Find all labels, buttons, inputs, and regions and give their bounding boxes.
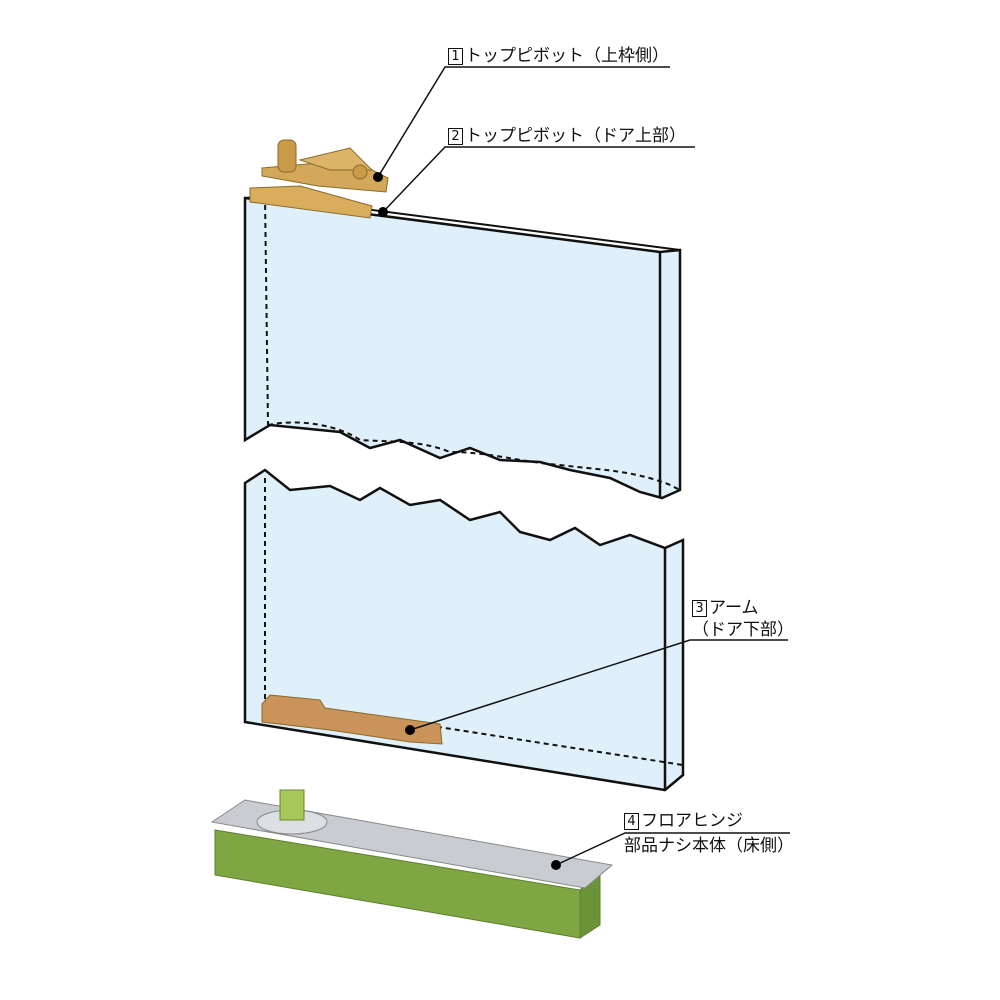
lower-glass-panel	[243, 468, 685, 792]
leader-lines	[377, 66, 790, 866]
marker-3	[405, 725, 415, 735]
label-arm-sub: （ドア下部）	[692, 620, 794, 640]
upper-glass-panel	[243, 194, 682, 500]
arm-part	[261, 694, 443, 745]
top-pivot-door-part	[249, 185, 373, 219]
marker-2	[378, 207, 388, 217]
marker-4	[551, 860, 561, 870]
marker-1	[373, 172, 383, 182]
floor-hinge-body	[210, 789, 614, 939]
top-pivot-frame-part	[261, 139, 389, 193]
label-floor-hinge-sub: 部品ナシ本体（床側）	[624, 836, 794, 856]
